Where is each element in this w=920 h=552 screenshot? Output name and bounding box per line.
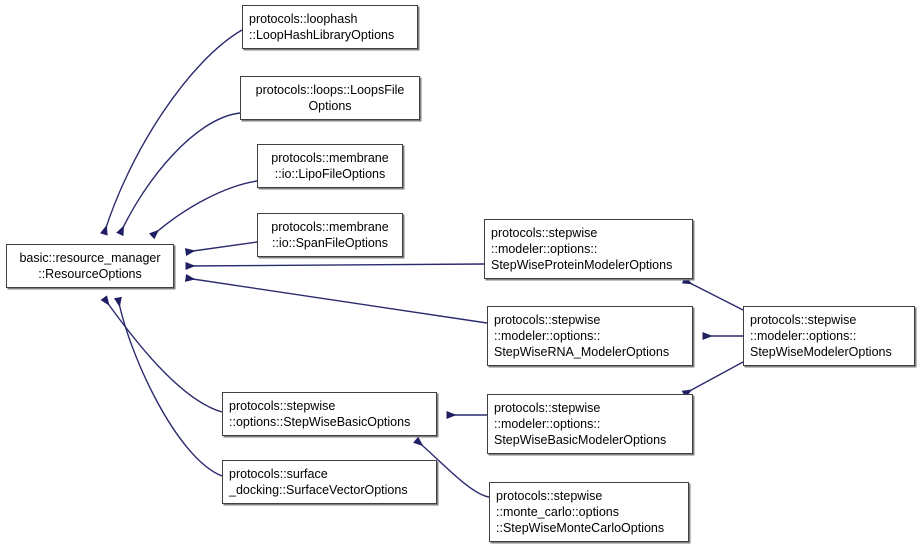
node-label-line: basic::resource_manager	[19, 251, 161, 265]
node-span-file-options[interactable]: protocols::membrane ::io::SpanFileOption…	[257, 213, 403, 257]
node-label-line: ::modeler::options::	[494, 417, 601, 431]
node-loophash-library-options[interactable]: protocols::loophash ::LoopHashLibraryOpt…	[242, 5, 418, 49]
node-stepwise-basic-options[interactable]: protocols::stepwise ::options::StepWiseB…	[222, 392, 437, 436]
node-label-line: ::options::StepWiseBasicOptions	[229, 415, 411, 429]
node-label-line: protocols::stepwise	[491, 226, 598, 240]
node-label-line: ::modeler::options::	[750, 329, 857, 343]
node-stepwise-monte-carlo-options[interactable]: protocols::stepwise ::monte_carlo::optio…	[489, 482, 689, 542]
node-label-line: ::io::LipoFileOptions	[274, 167, 386, 181]
edge-stepwisebasic-to-resourceoptions	[100, 295, 223, 413]
node-label-line: protocols::stepwise	[229, 399, 336, 413]
edge-loophash-to-resourceoptions	[100, 29, 243, 236]
node-label-line: protocols::surface	[229, 467, 328, 481]
node-label-line: protocols::membrane	[271, 220, 389, 234]
node-label-line: protocols::loophash	[249, 12, 358, 26]
node-label-line: protocols::stepwise	[494, 313, 601, 327]
edge-stepwisemodeler-to-stepwisebasicmodeler	[681, 361, 744, 398]
edge-surfacevector-to-resourceoptions	[113, 296, 223, 477]
edge-loopsfile-to-resourceoptions	[116, 112, 241, 237]
node-stepwise-rna-modeler-options[interactable]: protocols::stepwise ::modeler::options::…	[487, 306, 693, 366]
node-label-line: protocols::membrane	[271, 151, 389, 165]
node-label-line: ::LoopHashLibraryOptions	[249, 28, 395, 42]
node-label-line: StepWiseModelerOptions	[750, 345, 892, 359]
node-stepwise-basic-modeler-options[interactable]: protocols::stepwise ::modeler::options::…	[487, 394, 693, 454]
node-label-line: ::io::SpanFileOptions	[271, 236, 389, 250]
node-resource-options[interactable]: basic::resource_manager ::ResourceOption…	[6, 244, 174, 288]
node-label-line: ::modeler::options::	[491, 242, 598, 256]
node-stepwise-protein-modeler-options[interactable]: protocols::stepwise ::modeler::options::…	[484, 219, 693, 279]
edge-spanfile-to-resourceoptions	[184, 241, 258, 257]
edge-stepwiseprotein-to-resourceoptions	[185, 262, 485, 271]
node-label-line: ::modeler::options::	[494, 329, 601, 343]
edge-lipofile-to-resourceoptions	[148, 180, 258, 240]
node-label-line: StepWiseProteinModelerOptions	[491, 258, 673, 272]
node-label-line: Options	[308, 99, 352, 113]
edge-stepwiserna-to-resourceoptions	[184, 273, 488, 324]
node-label-line: protocols::loops::LoopsFile	[255, 83, 405, 97]
node-label-line: ::StepWiseMonteCarloOptions	[496, 521, 665, 535]
node-lipo-file-options[interactable]: protocols::membrane ::io::LipoFileOption…	[257, 144, 403, 188]
node-label-line: protocols::stepwise	[750, 313, 857, 327]
node-surface-vector-options[interactable]: protocols::surface _docking::SurfaceVect…	[222, 460, 437, 504]
node-label-line: protocols::stepwise	[496, 489, 603, 503]
node-label-line: ::monte_carlo::options	[496, 505, 619, 519]
node-label-line: protocols::stepwise	[494, 401, 601, 415]
node-label-line: StepWiseRNA_ModelerOptions	[494, 345, 670, 359]
node-label-line: StepWiseBasicModelerOptions	[494, 433, 667, 447]
node-label-line: _docking::SurfaceVectorOptions	[229, 483, 408, 497]
node-label-line: ::ResourceOptions	[38, 267, 142, 281]
node-loops-file-options[interactable]: protocols::loops::LoopsFile Options	[240, 76, 420, 120]
node-stepwise-modeler-options[interactable]: protocols::stepwise ::modeler::options::…	[743, 306, 915, 366]
